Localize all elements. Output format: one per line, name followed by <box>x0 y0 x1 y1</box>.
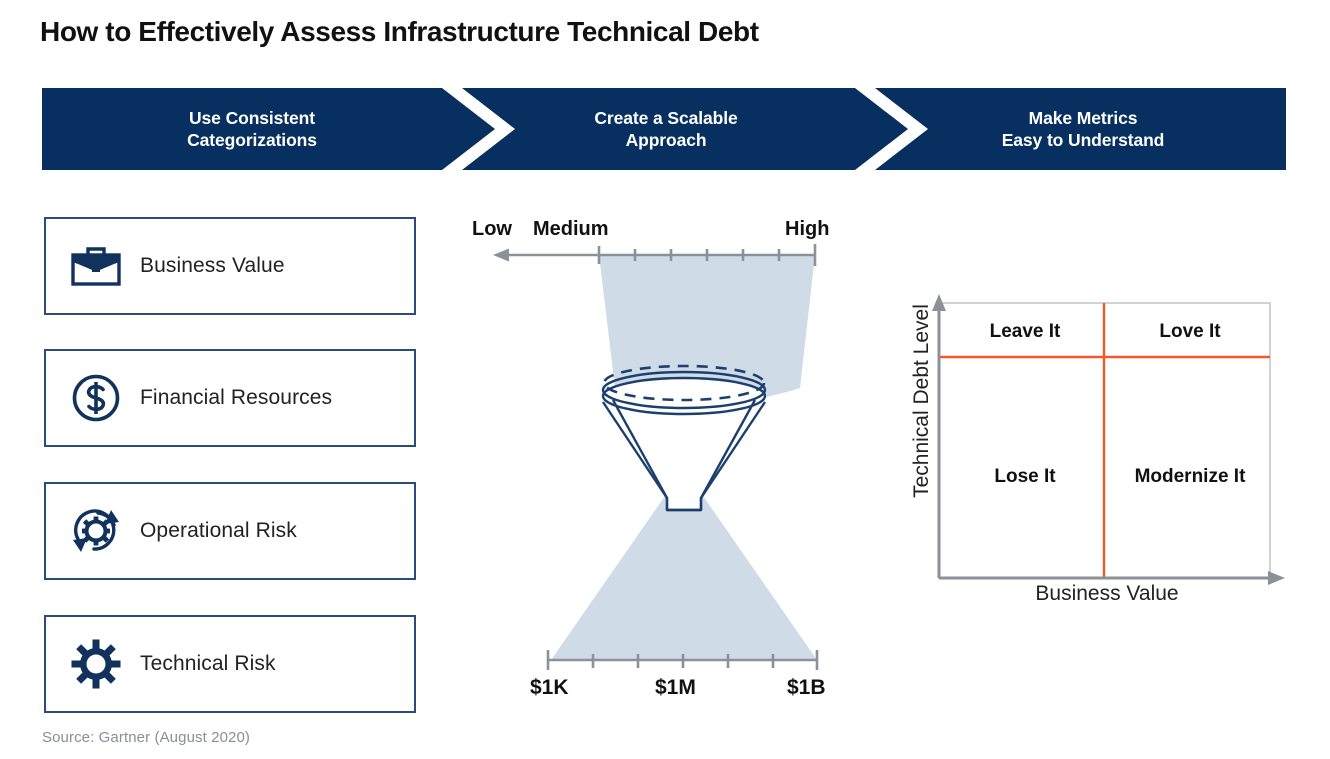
chevron-shape-3[interactable] <box>875 88 1286 170</box>
matrix-x-axis-label: Business Value <box>1035 582 1179 605</box>
dollar-circle-icon <box>66 372 126 424</box>
chevron-label-1-line2: Categorizations <box>187 129 317 150</box>
briefcase-icon <box>66 244 126 288</box>
category-card-label: Business Value <box>140 254 285 277</box>
matrix-quadrant-lose-it: Lose It <box>994 466 1056 487</box>
chevron-label-3-line2: Easy to Understand <box>1001 129 1165 150</box>
funnel-diagram: Low Medium High <box>455 210 875 720</box>
category-card-technical-risk[interactable]: Technical Risk <box>44 615 416 713</box>
chevron-shape-2[interactable] <box>462 88 908 170</box>
decision-matrix: Leave It Love It Lose It Modernize It Te… <box>895 285 1295 625</box>
matrix-quadrant-love-it: Love It <box>1159 321 1221 342</box>
category-card-label: Operational Risk <box>140 519 297 542</box>
matrix-axes-svg <box>932 294 1285 585</box>
funnel-bottom-scale-1k: $1K <box>530 676 569 699</box>
funnel-bottom-scale-1b: $1B <box>787 676 826 699</box>
gear-refresh-icon <box>66 505 126 557</box>
category-card-business-value[interactable]: Business Value <box>44 217 416 315</box>
chevron-shape-1[interactable] <box>42 88 495 170</box>
funnel-shape-svg <box>493 244 819 670</box>
category-card-label: Technical Risk <box>140 652 276 675</box>
category-card-operational-risk[interactable]: Operational Risk <box>44 482 416 580</box>
category-card-label: Financial Resources <box>140 386 333 409</box>
chevron-label-3-line1: Make Metrics <box>1028 108 1138 128</box>
chevron-label-1: Use Consistent Categorizations <box>42 108 462 152</box>
chevron-label-1-line1: Use Consistent <box>189 108 315 128</box>
matrix-y-axis-label: Technical Debt Level <box>910 304 933 498</box>
category-card-financial-resources[interactable]: Financial Resources <box>44 349 416 447</box>
funnel-top-scale-medium: Medium <box>533 218 609 240</box>
chevron-label-3: Make Metrics Easy to Understand <box>880 108 1286 152</box>
chevron-label-2: Create a Scalable Approach <box>467 108 865 152</box>
matrix-quadrant-modernize-it: Modernize It <box>1134 466 1246 487</box>
funnel-bottom-scale-1m: $1M <box>655 676 696 699</box>
gear-icon <box>66 638 126 690</box>
source-note: Source: Gartner (August 2020) <box>42 729 251 746</box>
funnel-top-scale-low: Low <box>472 218 512 240</box>
chevron-label-2-line1: Create a Scalable <box>594 108 738 128</box>
process-chevron-band: Use Consistent Categorizations Create a … <box>42 88 1286 170</box>
matrix-quadrant-leave-it: Leave It <box>989 321 1061 342</box>
chevron-shapes <box>42 88 1286 170</box>
page-title: How to Effectively Assess Infrastructure… <box>40 16 759 47</box>
funnel-top-scale-high: High <box>785 218 830 240</box>
chevron-label-2-line2: Approach <box>625 129 707 150</box>
